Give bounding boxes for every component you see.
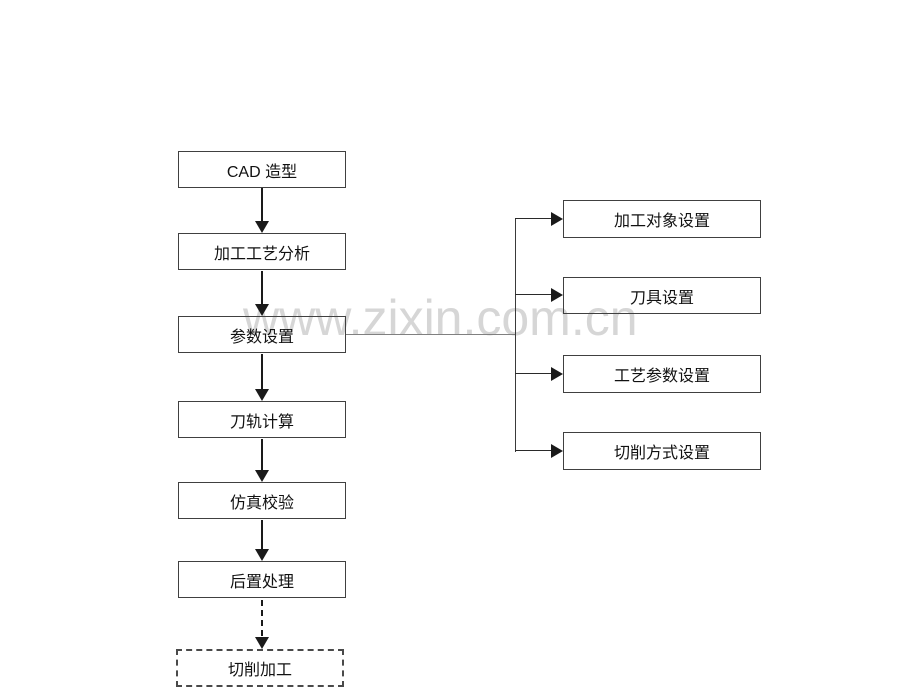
connector-line [515,294,552,295]
flow-step-label: 仿真校验 [229,494,294,512]
branch-connector-line [346,334,515,335]
connector-line [515,450,552,451]
substep-label: 工艺参数设置 [613,368,710,385]
arrow-down-icon [255,637,269,649]
substep-machining-object-setting: 加工对象设置 [563,200,761,238]
watermark-text: www.zixin.com.cn [243,290,638,346]
connector-line [515,218,552,219]
flow-step-process-analysis: 加工工艺分析 [178,233,346,270]
flow-step-label: 后置处理 [229,573,294,591]
connector-line [261,354,263,390]
connector-line [261,439,263,471]
arrow-down-icon [255,470,269,482]
arrow-right-icon [551,367,563,381]
connector-line-dashed [261,600,263,636]
substep-cutting-mode-setting: 切削方式设置 [563,432,761,470]
arrow-down-icon [255,389,269,401]
arrow-right-icon [551,444,563,458]
connector-line [261,520,263,550]
substep-process-parameter-setting: 工艺参数设置 [563,355,761,393]
flow-step-label: CAD 造型 [226,163,298,181]
flow-step-label: 参数设置 [229,328,294,346]
branch-trunk-line [515,219,516,452]
substep-tool-setting: 刀具设置 [563,277,761,314]
connector-line [515,373,552,374]
connector-line [261,271,263,305]
arrow-down-icon [255,304,269,316]
flow-step-simulation-verification: 仿真校验 [178,482,346,519]
arrow-right-icon [551,288,563,302]
flow-step-toolpath-calculation: 刀轨计算 [178,401,346,438]
flow-step-post-processing: 后置处理 [178,561,346,598]
flow-step-label: 加工工艺分析 [213,245,310,263]
flow-step-cutting-machining: 切削加工 [176,649,344,687]
connector-line [261,188,263,222]
arrow-right-icon [551,212,563,226]
flow-step-label: 切削加工 [227,662,292,679]
substep-label: 切削方式设置 [613,445,710,462]
substep-label: 刀具设置 [629,289,694,307]
flow-step-cad-modeling: CAD 造型 [178,151,346,188]
flow-step-parameter-setting: 参数设置 [178,316,346,353]
arrow-down-icon [255,549,269,561]
arrow-down-icon [255,221,269,233]
substep-label: 加工对象设置 [613,213,710,230]
flow-step-label: 刀轨计算 [229,413,294,431]
